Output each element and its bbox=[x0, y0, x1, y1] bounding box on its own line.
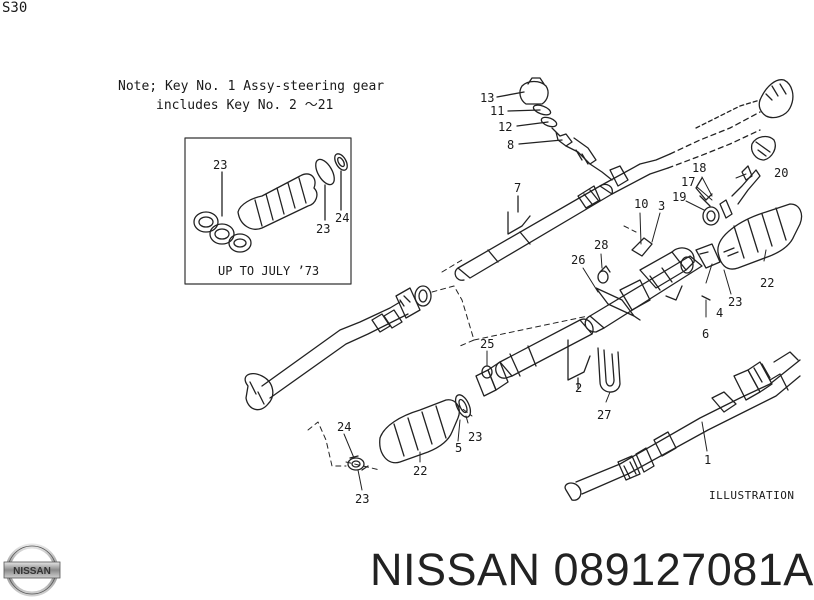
callout-26: 26 bbox=[571, 253, 585, 267]
pinion-assembly bbox=[496, 77, 613, 181]
callout-10: 10 bbox=[634, 197, 648, 211]
right-boot bbox=[695, 135, 803, 270]
callout-3: 3 bbox=[658, 199, 665, 213]
logo-text: NISSAN bbox=[13, 566, 51, 577]
callout-23-lower: 23 bbox=[355, 492, 369, 506]
callout-28: 28 bbox=[594, 238, 608, 252]
illustration-label: ILLUSTRATION bbox=[709, 489, 795, 502]
callout-5: 5 bbox=[455, 441, 462, 455]
guide-lines bbox=[307, 225, 637, 471]
callout-7: 7 bbox=[514, 181, 521, 195]
callout-18: 18 bbox=[692, 161, 706, 175]
inset-callout-23: 23 bbox=[213, 158, 227, 172]
inset-callout-23b: 23 bbox=[316, 222, 330, 236]
callout-19: 19 bbox=[672, 190, 686, 204]
callout-22-upper: 22 bbox=[760, 276, 774, 290]
callout-17: 17 bbox=[681, 175, 695, 189]
left-upper-tie-rod bbox=[244, 285, 432, 411]
nissan-logo: NISSAN bbox=[3, 543, 61, 597]
callout-12: 12 bbox=[498, 120, 512, 134]
note-line-2: includes Key No. 2 ～21 bbox=[156, 98, 334, 113]
lower-boot bbox=[347, 394, 472, 471]
callout-20: 20 bbox=[774, 166, 788, 180]
callout-24-lower: 24 bbox=[337, 420, 351, 434]
callout-13: 13 bbox=[480, 91, 494, 105]
callout-27: 27 bbox=[597, 408, 611, 422]
part-title: NISSAN 089127081A bbox=[370, 544, 814, 595]
page-code: S30 bbox=[2, 0, 28, 16]
callout-4: 4 bbox=[716, 306, 723, 320]
inset-callout-24: 24 bbox=[335, 211, 349, 225]
note-line-1: Note; Key No. 1 Assy-steering gear bbox=[118, 79, 385, 94]
rack-tube-upper bbox=[454, 79, 794, 281]
callout-23-upper: 23 bbox=[728, 295, 742, 309]
callout-25: 25 bbox=[480, 337, 494, 351]
u-bolt bbox=[597, 347, 621, 393]
inset-box bbox=[184, 137, 352, 285]
inset-caption: UP TO JULY ’73 bbox=[218, 264, 320, 278]
callout-11: 11 bbox=[490, 104, 504, 118]
gear-housing bbox=[584, 237, 739, 333]
callout-8: 8 bbox=[507, 138, 514, 152]
assembly-1 bbox=[564, 351, 801, 501]
leader-lines bbox=[343, 173, 767, 491]
callout-22-lower: 22 bbox=[413, 464, 427, 478]
callout-23-mid: 23 bbox=[468, 430, 482, 444]
rack-tube-lower bbox=[475, 318, 594, 397]
callout-2: 2 bbox=[575, 381, 582, 395]
callout-6: 6 bbox=[702, 327, 709, 341]
callout-1: 1 bbox=[704, 453, 711, 467]
